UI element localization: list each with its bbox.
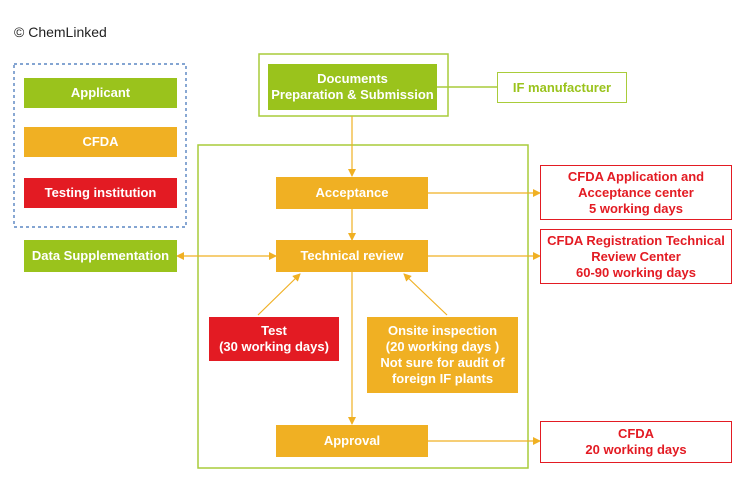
- test-node: Test (30 working days): [209, 317, 339, 361]
- acceptance-node: Acceptance: [276, 177, 428, 209]
- process-frame: [197, 144, 529, 469]
- approval-center-node: CFDA 20 working days: [540, 421, 732, 463]
- acceptance-center-node: CFDA Application and Acceptance center 5…: [540, 165, 732, 220]
- legend-frame: [13, 63, 187, 228]
- legend-applicant: Applicant: [24, 78, 177, 108]
- review-center-node: CFDA Registration Technical Review Cente…: [540, 229, 732, 284]
- documents-node: Documents Preparation & Submission: [268, 64, 437, 110]
- data-supplementation-node: Data Supplementation: [24, 240, 177, 272]
- technical-review-node: Technical review: [276, 240, 428, 272]
- approval-node: Approval: [276, 425, 428, 457]
- copyright-text: © ChemLinked: [14, 24, 107, 40]
- documents-frame: [258, 53, 449, 117]
- legend-cfda: CFDA: [24, 127, 177, 157]
- if-manufacturer-node: IF manufacturer: [497, 72, 627, 103]
- connector-test-review: [257, 273, 301, 316]
- connector-onsite-review: [403, 273, 448, 316]
- onsite-inspection-node: Onsite inspection (20 working days ) Not…: [367, 317, 518, 393]
- legend-testing-institution: Testing institution: [24, 178, 177, 208]
